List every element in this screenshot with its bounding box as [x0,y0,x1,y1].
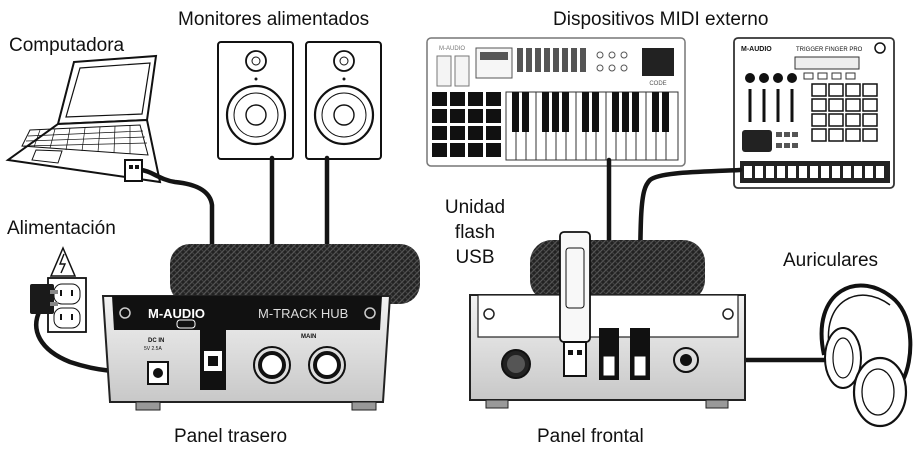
label-computer: Computadora [9,35,125,56]
power-outlet-icon [30,246,87,333]
headphones-icon [819,283,913,428]
label-usb-flash-line1: Unidad [444,197,506,218]
label-headphones: Auriculares [783,250,879,271]
rear-panel-device: M-AUDIO M-TRACK HUB MAIN DC IN 5V 2.5A [101,244,420,411]
left-speaker-icon [217,41,294,160]
laptop-icon [5,54,162,184]
midi-keyboard-code-label: CODE [649,81,666,87]
pad-controller-icon: M-AUDIO TRIGGER FINGER PRO [733,37,895,189]
front-panel-device [469,240,746,409]
rear-model-text: M-TRACK HUB [258,306,348,321]
pad-controller-model: TRIGGER FINGER PRO [796,47,863,53]
label-usb-flash-line3: USB [455,247,495,268]
usb-flash-drive-icon [559,231,591,377]
dc-in-text: DC IN [148,338,164,344]
rear-brand-text: M-AUDIO [148,306,205,321]
midi-keyboard-brand: M-AUDIO [439,46,465,52]
front-usb-plugs-icon [599,328,650,380]
label-usb-flash: Unidad flash USB [435,195,515,270]
rear-main-text: MAIN [301,334,316,340]
dc-rating-text: 5V 2.5A [144,346,162,352]
midi-keyboard-icon: M-AUDIO CODE [426,37,686,167]
label-rear-panel: Panel trasero [174,426,288,447]
right-speaker-icon [305,41,382,160]
label-usb-flash-line2: flash [454,222,496,243]
pad-controller-brand: M-AUDIO [741,46,772,53]
label-monitors: Monitores alimentados [178,9,370,30]
label-midi-devices: Dispositivos MIDI externo [553,9,769,30]
label-front-panel: Panel frontal [537,426,644,447]
label-power: Alimentación [7,218,116,239]
usb-plug-icon [124,159,143,182]
